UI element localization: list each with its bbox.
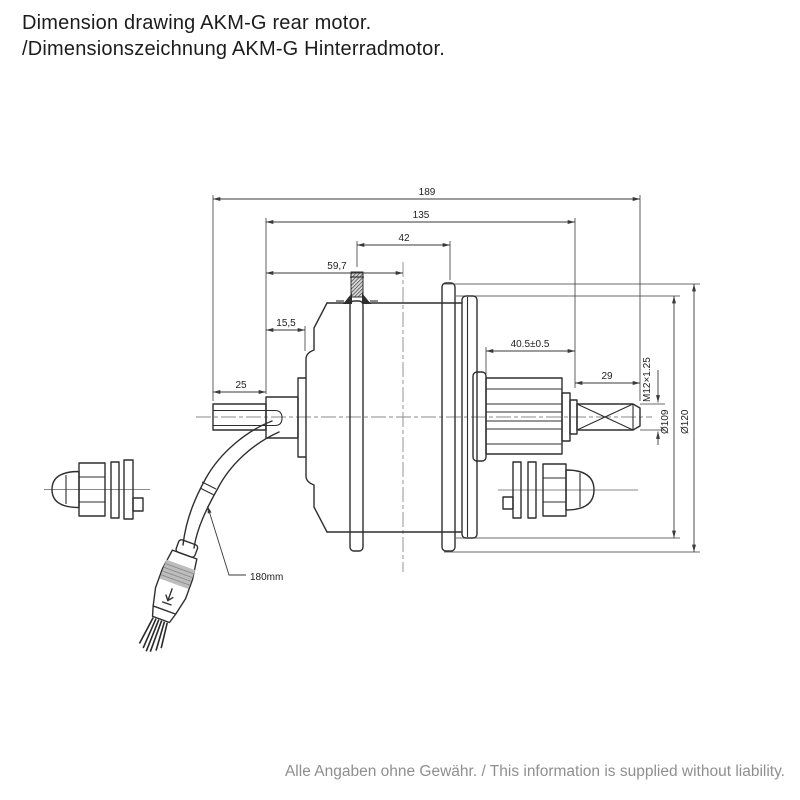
dim-189-label: 189 bbox=[419, 187, 436, 198]
dim-25-label: 25 bbox=[235, 380, 247, 391]
dim-dia120: Ø120 bbox=[680, 283, 696, 553]
center-lines bbox=[44, 262, 652, 572]
arrow-print-icon bbox=[161, 588, 174, 606]
dim-29: 29 bbox=[574, 371, 641, 385]
left-axle-fasteners bbox=[51, 459, 144, 520]
dim-59-7: 59,7 bbox=[265, 261, 404, 275]
acorn-dome-left bbox=[51, 470, 80, 509]
right-axle-fasteners bbox=[502, 461, 595, 519]
freewheel-flange bbox=[472, 371, 487, 462]
dimensions: 189 135 42 59,7 15,5 25 40.5±0.5 bbox=[207, 187, 700, 583]
cable-joint-mark2 bbox=[199, 487, 215, 496]
freewheel-splines bbox=[486, 388, 562, 445]
hex-nut-left bbox=[78, 462, 106, 517]
dim-m12: M12×1.25 bbox=[642, 357, 660, 445]
connector-grip-band bbox=[159, 559, 196, 589]
dim-40-5: 40.5±0.5 bbox=[485, 339, 576, 353]
tab-washer-right bbox=[512, 461, 522, 519]
dim-42: 42 bbox=[356, 233, 451, 247]
cable-length-label: 180mm bbox=[250, 572, 283, 583]
dim-15-5: 15,5 bbox=[265, 318, 306, 332]
cable-edge-left bbox=[182, 420, 273, 546]
dim-dia109: Ø109 bbox=[660, 295, 676, 539]
mounting-boss bbox=[297, 377, 307, 458]
axle-cable-slot bbox=[213, 409, 283, 427]
dim-m12-label: M12×1.25 bbox=[642, 357, 653, 402]
dim-59-7-label: 59,7 bbox=[327, 261, 347, 272]
cable-connector bbox=[138, 539, 199, 652]
title-block: Dimension drawing AKM-G rear motor. /Dim… bbox=[22, 10, 445, 62]
cable-joint-mark bbox=[201, 481, 217, 490]
threaded-axle bbox=[576, 403, 641, 431]
motor-cable bbox=[138, 420, 280, 652]
dim-135: 135 bbox=[265, 210, 576, 224]
spoke-flange-right bbox=[441, 282, 456, 552]
dim-42-label: 42 bbox=[398, 233, 410, 244]
extension-lines bbox=[212, 195, 700, 553]
dim-dia120-label: Ø120 bbox=[680, 409, 691, 434]
connector-pins bbox=[138, 617, 169, 652]
tab-washer-left bbox=[123, 459, 134, 520]
dim-dia109-label: Ø109 bbox=[660, 409, 671, 434]
dim-15-5-label: 15,5 bbox=[276, 318, 296, 329]
footer-disclaimer: Alle Angaben ohne Gewähr. / This informa… bbox=[284, 763, 785, 780]
tab-washer-left-tab bbox=[132, 497, 144, 512]
title-line-german: /Dimensionszeichnung AKM-G Hinterradmoto… bbox=[22, 38, 446, 60]
connector-tip bbox=[151, 605, 177, 624]
dim-29-label: 29 bbox=[601, 371, 613, 382]
washer-right bbox=[527, 461, 537, 519]
dim-189: 189 bbox=[212, 187, 641, 201]
dim-cable-length: 180mm bbox=[207, 505, 283, 583]
tab-washer-right-tab bbox=[502, 496, 514, 510]
side-cover-top bbox=[305, 302, 328, 379]
dim-135-label: 135 bbox=[413, 210, 430, 221]
dim-25: 25 bbox=[212, 380, 267, 394]
acorn-dome-right bbox=[565, 469, 595, 511]
spoke-flange-left bbox=[349, 300, 364, 552]
vent-bolt bbox=[336, 271, 378, 304]
dim-40-5-label: 40.5±0.5 bbox=[511, 339, 550, 350]
title-line-english: Dimension drawing AKM-G rear motor. bbox=[22, 12, 372, 34]
motor-body bbox=[212, 271, 641, 552]
side-cover-bottom bbox=[305, 456, 328, 533]
cable-edge-right bbox=[193, 431, 280, 549]
washer-left bbox=[110, 461, 120, 519]
